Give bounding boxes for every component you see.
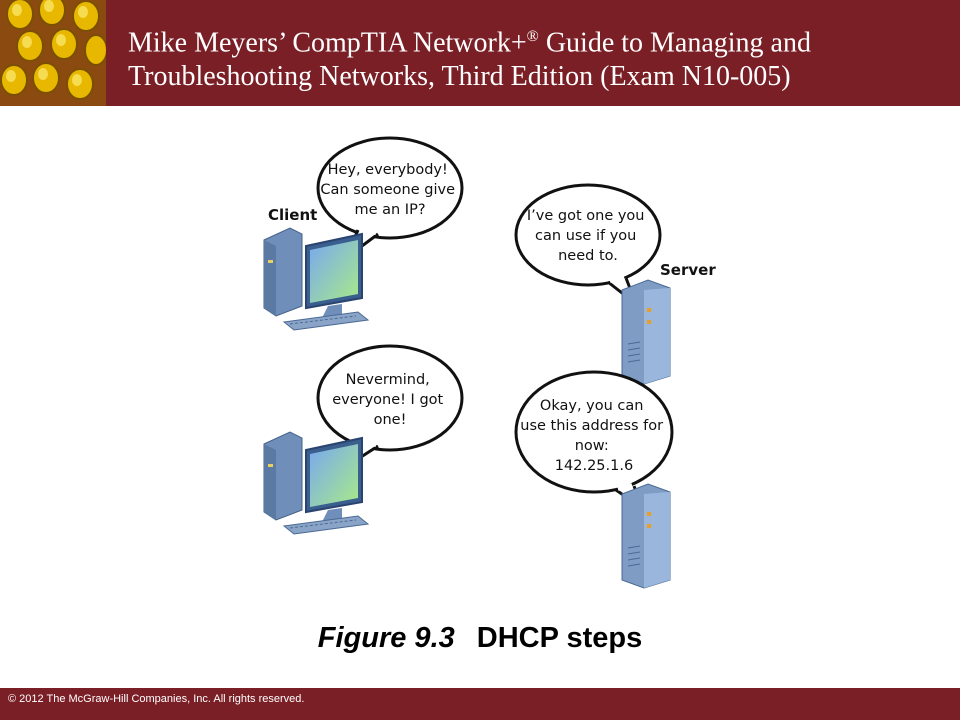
speech-bubble-client-accept: Nevermind, everyone! I got one!	[316, 344, 464, 470]
svg-text:Hey, everybody! Can some: Hey, everybody! Can someone give me an I…	[320, 162, 459, 218]
bubble1-line: Can someone give	[320, 182, 455, 198]
bubble2-line: need to.	[558, 248, 618, 264]
network-cables-logo-icon	[0, 0, 106, 106]
speech-bubble-server-acknowledge: Okay, you can use this address for now: …	[514, 370, 674, 510]
bubble4-line: use this address for	[520, 418, 663, 434]
speech-bubble-server-offer: I’ve got one you can use if you need to.	[514, 183, 662, 306]
slide-title-part: Mike Meyers’ CompTIA Network+	[128, 27, 527, 59]
dhcp-diagram: Hey, everybody! Can someone give me an I…	[263, 136, 716, 589]
bubble1-line: me an IP?	[354, 202, 425, 218]
slide-title-line-2: Troubleshooting Networks, Third Edition …	[128, 61, 791, 93]
slide-title-part-rest: Guide to Managing and	[538, 27, 811, 59]
server-tower-icon	[621, 483, 671, 589]
figure-title: DHCP steps	[476, 622, 643, 654]
bubble1-line: Hey, everybody!	[328, 162, 448, 178]
bubble3-line: Nevermind,	[346, 372, 430, 388]
bubble2-line: can use if you	[535, 228, 636, 244]
slide-title-line-1: Mike Meyers’ CompTIA Network+® Guide to …	[128, 20, 948, 60]
slide-title: Mike Meyers’ CompTIA Network+® Guide to …	[128, 20, 948, 94]
bubble3-line: one!	[374, 412, 407, 428]
server-tower-icon	[621, 279, 671, 385]
bubble4-line: Okay, you can	[540, 398, 644, 414]
server-label: Server	[660, 261, 716, 279]
svg-text:Nevermind, everyone! I g: Nevermind, everyone! I got one!	[332, 372, 448, 428]
slide-footer: © 2012 The McGraw-Hill Companies, Inc. A…	[0, 688, 960, 720]
client-label: Client	[268, 206, 317, 224]
registered-mark: ®	[526, 28, 539, 45]
svg-text:I’ve got one you can use: I’ve got one you can use if you need to.	[527, 208, 649, 264]
bubble3-line: everyone! I got	[332, 392, 443, 408]
figure-number: Figure 9.3	[317, 622, 455, 654]
bubble4-line: 142.25.1.6	[555, 458, 633, 474]
copyright-text: © 2012 The McGraw-Hill Companies, Inc. A…	[8, 693, 305, 705]
client-computer-icon	[263, 431, 370, 535]
bubble2-line: I’ve got one you	[527, 208, 645, 224]
svg-text:Okay, you can use this a: Okay, you can use this address for now: …	[520, 398, 667, 474]
slide-header: Mike Meyers’ CompTIA Network+® Guide to …	[0, 0, 960, 106]
bubble4-line: now:	[575, 438, 609, 454]
figure-caption: Figure 9.3 DHCP steps	[0, 622, 960, 655]
client-computer-icon	[263, 227, 370, 331]
